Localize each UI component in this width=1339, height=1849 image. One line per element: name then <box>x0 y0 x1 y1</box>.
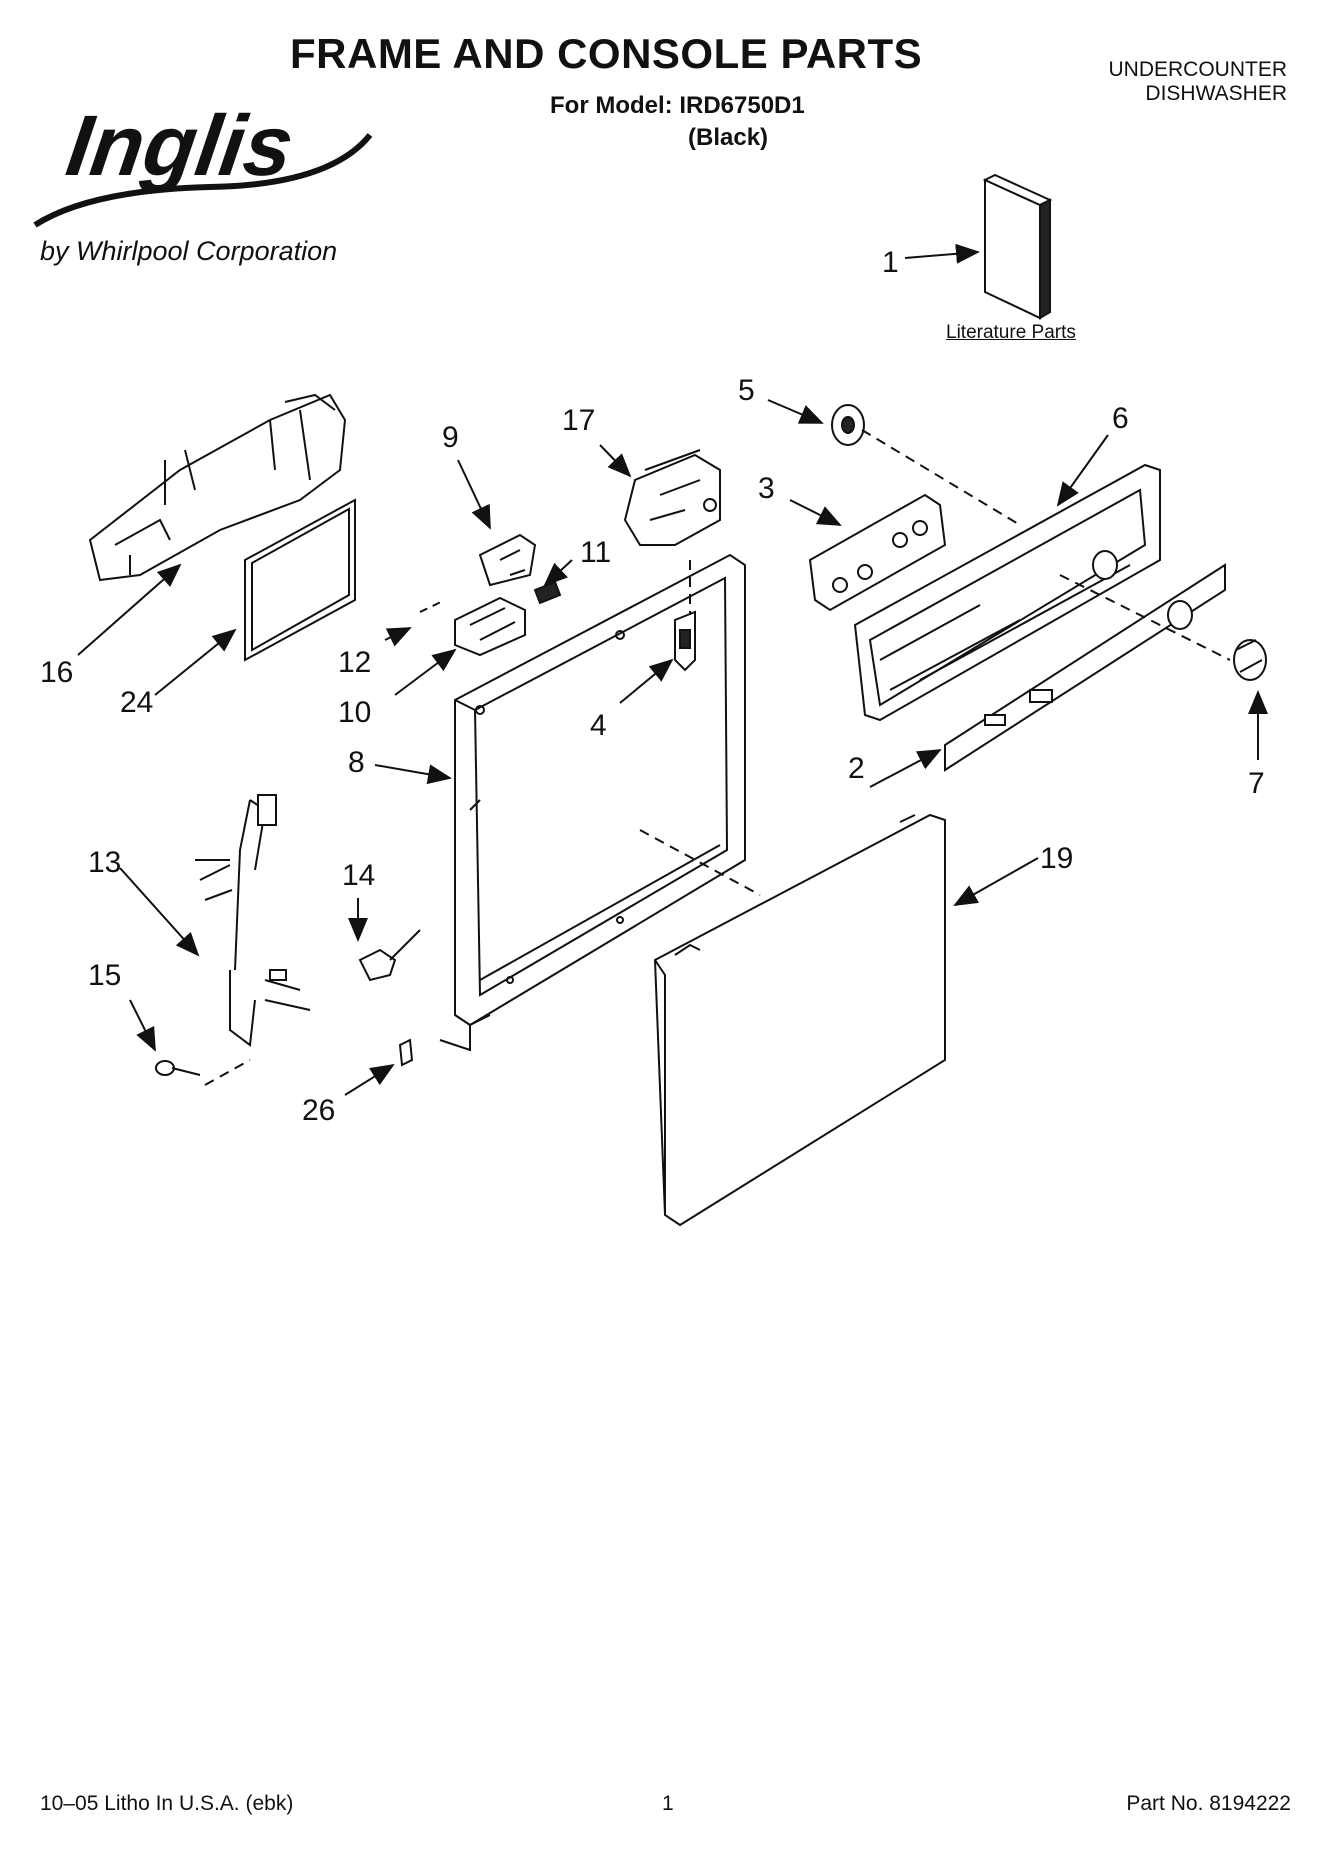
part-19-door-panel <box>653 813 946 1227</box>
callout-4: 4 <box>590 709 607 742</box>
part-26-clip <box>398 1038 414 1067</box>
callout-9: 9 <box>442 421 459 454</box>
callout-24: 24 <box>120 686 153 719</box>
literature-parts-label: Literature Parts <box>946 322 1076 343</box>
part-3-control-panel <box>808 493 947 612</box>
model-line: For Model: IRD6750D1 <box>550 92 805 119</box>
part-2-overlay <box>944 563 1226 772</box>
callout-1: 1 <box>882 246 899 279</box>
callout-8: 8 <box>348 746 365 779</box>
callout-11: 11 <box>580 536 611 569</box>
footer-part-number: Part No. 8194222 <box>1126 1792 1291 1815</box>
category-line-2: DISHWASHER <box>1145 82 1287 105</box>
callout-26: 26 <box>302 1094 335 1127</box>
part-7-knob <box>1233 639 1267 681</box>
part-15-screw <box>155 1060 201 1076</box>
callout-10: 10 <box>338 696 371 729</box>
model-color: (Black) <box>688 124 769 151</box>
category-line-1: UNDERCOUNTER <box>1108 58 1288 81</box>
literature-booklet <box>982 173 1053 320</box>
callout-13: 13 <box>88 846 121 879</box>
footer-page-number: 1 <box>662 1792 674 1815</box>
part-9-switch <box>478 533 537 587</box>
part-24-panel <box>244 498 356 662</box>
part-4-latch <box>674 610 696 672</box>
footer-litho: 10–05 Litho In U.S.A. (ebk) <box>40 1792 294 1815</box>
part-16-housing <box>88 393 347 582</box>
callout-6: 6 <box>1112 402 1129 435</box>
part-14-sensor <box>358 929 421 982</box>
callout-16: 16 <box>40 656 73 689</box>
part-17-timer <box>623 449 721 546</box>
callout-14: 14 <box>342 859 375 892</box>
brand-tagline: by Whirlpool Corporation <box>40 236 338 266</box>
callout-2: 2 <box>848 752 865 785</box>
appliance-category: UNDERCOUNTER DISHWASHER <box>1109 58 1288 106</box>
part-13-harness <box>195 794 311 1047</box>
svg-text:Inglis: Inglis <box>61 98 299 194</box>
callout-7: 7 <box>1248 767 1265 800</box>
callout-17: 17 <box>562 404 595 437</box>
part-5-knob <box>831 404 865 446</box>
callout-3: 3 <box>758 472 775 505</box>
page-title: FRAME AND CONSOLE PARTS <box>290 30 923 77</box>
inglis-logo: Inglis <box>30 95 380 240</box>
callout-19: 19 <box>1040 842 1073 875</box>
callout-5: 5 <box>738 374 755 407</box>
part-11-connector <box>533 580 562 605</box>
part-12-wire <box>419 599 446 613</box>
callout-12: 12 <box>338 646 371 679</box>
part-6-console <box>853 463 1161 722</box>
part-10-bracket <box>454 596 526 657</box>
callout-15: 15 <box>88 959 121 992</box>
